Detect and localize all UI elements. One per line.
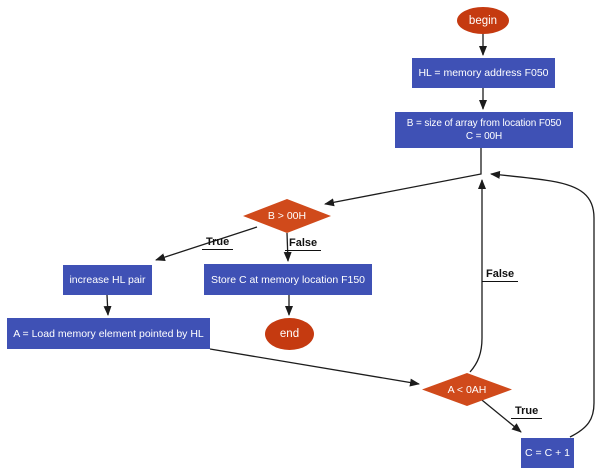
edge-label-a-true: True xyxy=(511,405,543,419)
edge-label-a-false: False xyxy=(482,268,519,282)
edge-incc-loop-to-junction xyxy=(490,170,595,438)
process-load-a: A = Load memory element pointed by HL xyxy=(7,318,210,349)
terminal-end: end xyxy=(265,318,314,350)
process-store-c: Store C at memory location F150 xyxy=(204,264,372,295)
edge-loada-to-checka xyxy=(209,348,420,387)
edge-checkb-true-to-increasehl xyxy=(155,226,258,262)
edge-increasehl-to-loada xyxy=(103,294,112,316)
edge-setb-to-checkb xyxy=(324,148,482,207)
process-increase-hl: increase HL pair xyxy=(63,265,152,295)
process-inc-c: C = C + 1 xyxy=(521,438,574,468)
process-set-b-and-c: B = size of array from location F050 C =… xyxy=(395,112,573,148)
process-set-hl: HL = memory address F050 xyxy=(412,58,555,88)
edge-checka-false-to-junction xyxy=(469,179,486,373)
terminal-begin: begin xyxy=(457,7,509,34)
edge-checka-true-to-incc xyxy=(476,395,522,433)
process-set-b-line2: C = 00H xyxy=(465,131,503,142)
process-set-b-line1: B = size of array from location F050 xyxy=(406,118,562,129)
edge-label-b-true: True xyxy=(202,236,234,250)
edge-checkb-false-to-storec xyxy=(283,232,292,262)
edge-label-b-false: False xyxy=(285,237,322,251)
